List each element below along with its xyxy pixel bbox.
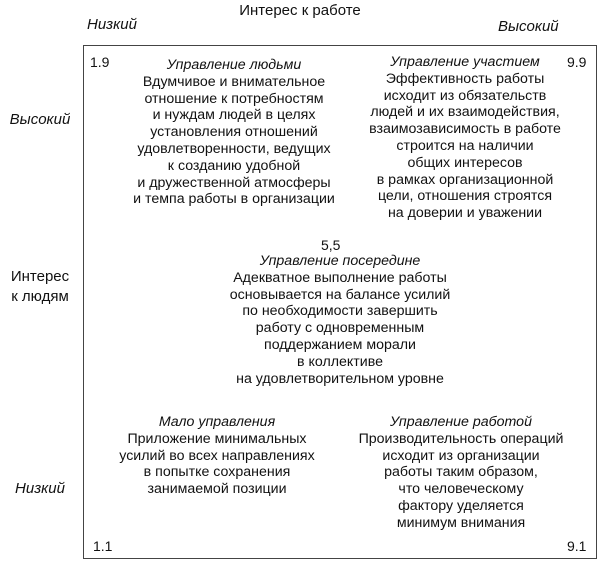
style-people-management: Управление людьми Вдумчивое и внимательн… [112, 57, 356, 208]
grid-value-1-9: 1.9 [90, 54, 110, 70]
x-axis-high-label: Высокий [498, 18, 559, 35]
grid-frame [83, 45, 597, 559]
style-title: Мало управления [158, 414, 276, 430]
style-task-management: Управление работой Производительность оп… [340, 414, 582, 532]
y-axis-title-line2: к людям [11, 288, 69, 305]
style-little-management: Мало управления Приложение минимальных у… [112, 414, 322, 498]
grid-value-9-1: 9.1 [567, 538, 587, 554]
x-axis-low-label: Низкий [87, 16, 137, 33]
x-axis-title: Интерес к работе [239, 2, 361, 19]
style-description: Адекватное выполнение работы основываетс… [229, 269, 451, 387]
style-description: Производительность операций исходит из о… [358, 430, 564, 531]
y-axis-high-label: Высокий [9, 111, 71, 128]
style-title: Управление работой [390, 414, 532, 430]
style-description: Приложение минимальных усилий во всех на… [119, 430, 315, 498]
style-title: Управление людьми [166, 57, 302, 73]
grid-value-5-5: 5,5 [321, 237, 341, 253]
y-axis-low-label: Низкий [15, 480, 65, 497]
grid-value-9-9: 9.9 [567, 54, 587, 70]
style-title: Управление участием [390, 54, 540, 70]
grid-value-1-1: 1.1 [93, 538, 113, 554]
style-description: Эффективность работы исходит из обязател… [369, 70, 561, 222]
style-title: Управление посередине [259, 253, 421, 269]
style-description: Вдумчивое и внимательное отношение к пот… [133, 73, 335, 208]
y-axis-title: Интерес к людям [0, 267, 80, 307]
style-middle-management: Управление посередине Адекватное выполне… [200, 253, 480, 387]
style-participation-management: Управление участием Эффективность работы… [340, 54, 590, 222]
y-axis-title-line1: Интерес [10, 268, 70, 285]
